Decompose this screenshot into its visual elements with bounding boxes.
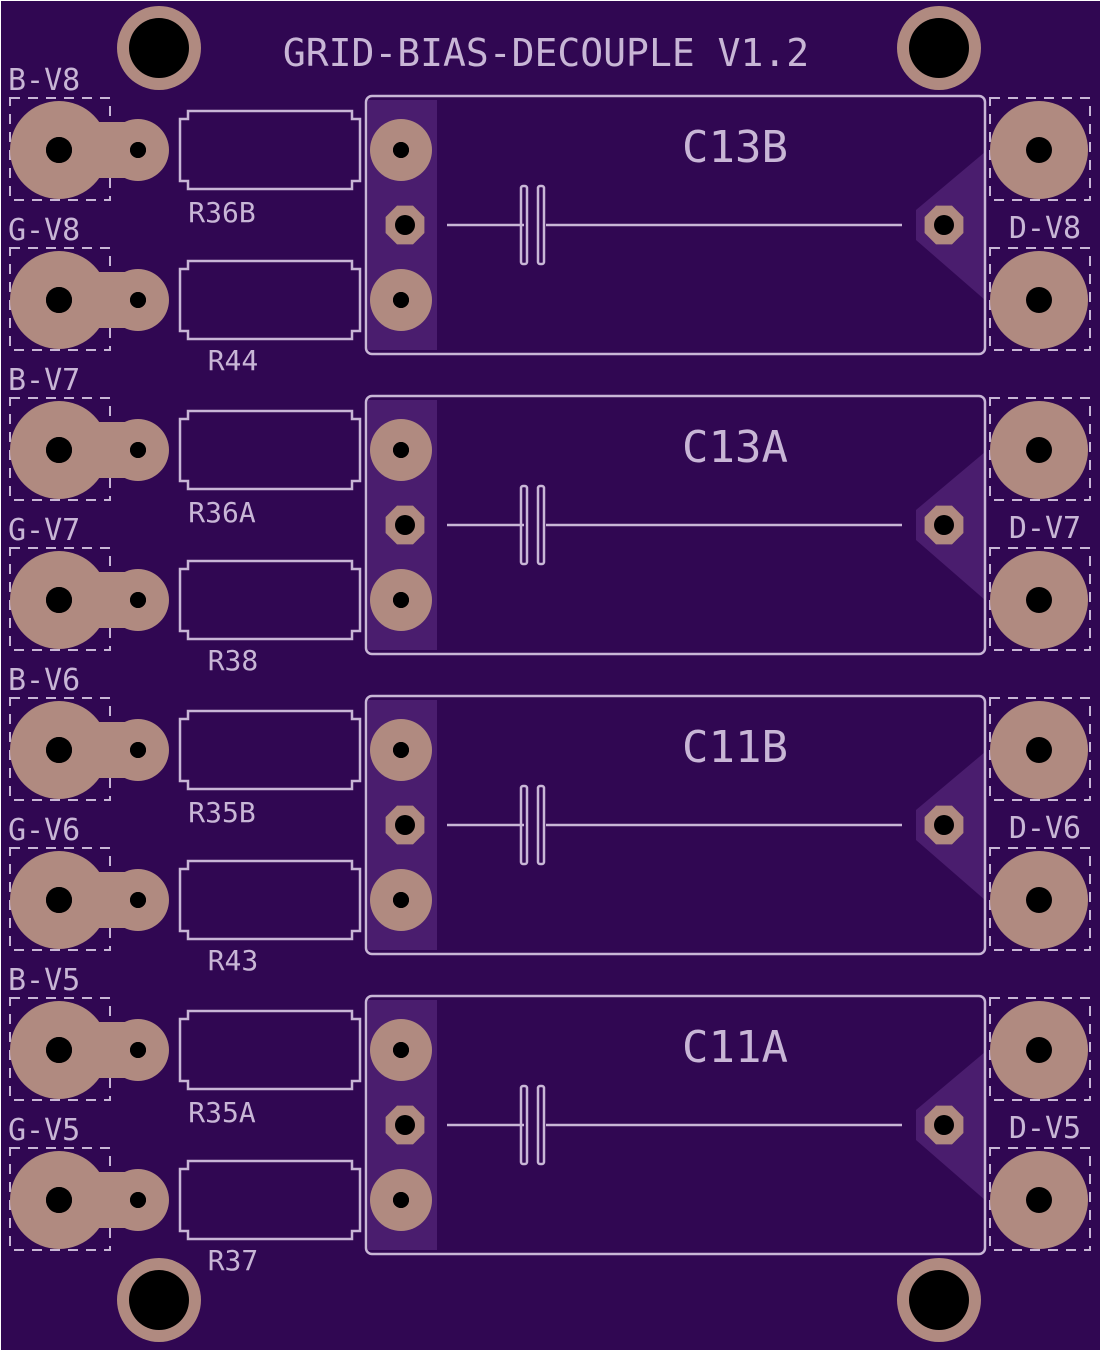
decouple-label: D-V5: [1009, 1111, 1081, 1146]
decouple-label: D-V8: [1009, 211, 1081, 246]
capacitor-label: C11A: [682, 1022, 788, 1073]
capacitor-plate: [536, 784, 546, 866]
capacitor-pad-octagon: [924, 805, 964, 845]
decouple-terminal-top: [990, 101, 1088, 199]
resistor-outline: [178, 409, 362, 491]
capacitor-label: C11B: [682, 722, 788, 773]
resistor-bottom-label: R38: [208, 644, 259, 677]
capacitor-pad-octagon: [385, 205, 425, 245]
mounting-hole-bottom-left: [117, 1258, 201, 1342]
bias-label: B-V6: [8, 663, 80, 698]
decouple-terminal-bottom: [990, 1151, 1088, 1249]
decouple-terminal-bottom: [990, 851, 1088, 949]
board-title: GRID-BIAS-DECOUPLE V1.2: [283, 31, 809, 75]
resistor-outline: [178, 1009, 362, 1091]
decouple-section: B-V6G-V6 R35B R43 C11B D-V6: [8, 663, 1091, 977]
capacitor-pad-octagon: [924, 1105, 964, 1145]
capacitor-outline: [364, 394, 987, 656]
resistor-outline: [178, 259, 362, 341]
capacitor-pad-octagon: [385, 805, 425, 845]
capacitor-pad-octagon: [924, 505, 964, 545]
mounting-hole-bottom-right: [897, 1258, 981, 1342]
bias-label: B-V8: [8, 63, 80, 98]
capacitor-plate: [519, 784, 529, 866]
grid-label: G-V8: [8, 213, 80, 248]
resistor-outline: [178, 859, 362, 941]
resistor-bottom-label: R43: [208, 944, 259, 977]
resistor-bottom-label: R44: [208, 344, 259, 377]
capacitor-outline: [364, 694, 987, 956]
decouple-terminal-bottom: [990, 551, 1088, 649]
capacitor-plate: [519, 484, 529, 566]
bias-label: B-V7: [8, 363, 80, 398]
decouple-terminal-top: [990, 701, 1088, 799]
decouple-terminal-bottom: [990, 251, 1088, 349]
capacitor-plate: [536, 184, 546, 266]
resistor-top-label: R36B: [188, 196, 255, 229]
resistor-top-label: R35B: [188, 796, 255, 829]
resistor-bottom-label: R37: [208, 1244, 259, 1277]
decouple-label: D-V6: [1009, 811, 1081, 846]
decouple-label: D-V7: [1009, 511, 1081, 546]
resistor-outline: [178, 1159, 362, 1241]
decouple-terminal-top: [990, 1001, 1088, 1099]
resistor-outline: [178, 709, 362, 791]
capacitor-plate: [536, 1084, 546, 1166]
resistor-top-label: R36A: [188, 496, 256, 529]
decouple-section: B-V8G-V8 R36B R44 C13B D-V8: [8, 63, 1091, 377]
resistor-top-label: R35A: [188, 1096, 256, 1129]
grid-label: G-V7: [8, 513, 80, 548]
capacitor-plate: [519, 1084, 529, 1166]
capacitor-plate: [536, 484, 546, 566]
resistor-outline: [178, 109, 362, 191]
decouple-terminal-top: [990, 401, 1088, 499]
capacitor-label: C13A: [682, 422, 788, 473]
resistor-outline: [178, 559, 362, 641]
decouple-section: B-V5G-V5 R35A R37 C11A D-V5: [8, 963, 1091, 1277]
capacitor-pad-octagon: [385, 505, 425, 545]
mounting-hole-top-left: [117, 6, 201, 90]
capacitor-label: C13B: [682, 122, 788, 173]
capacitor-plate: [519, 184, 529, 266]
capacitor-outline: [364, 94, 987, 356]
decouple-section: B-V7G-V7 R36A R38 C13A D-V7: [8, 363, 1091, 677]
grid-label: G-V6: [8, 813, 80, 848]
grid-label: G-V5: [8, 1113, 80, 1148]
capacitor-pad-octagon: [924, 205, 964, 245]
bias-label: B-V5: [8, 963, 80, 998]
capacitor-pad-octagon: [385, 1105, 425, 1145]
capacitor-outline: [364, 994, 987, 1256]
mounting-hole-top-right: [897, 6, 981, 90]
